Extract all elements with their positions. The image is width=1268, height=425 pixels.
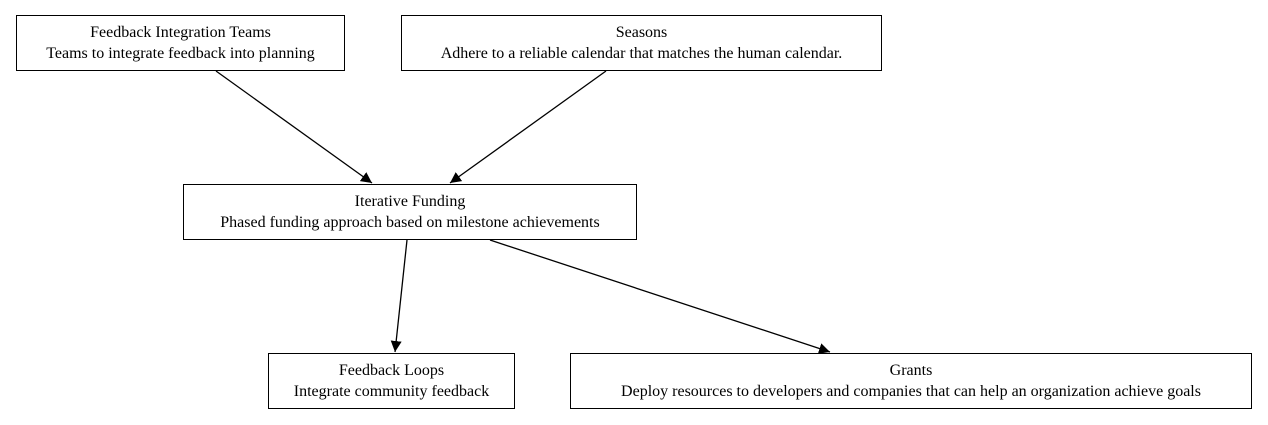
node-iterative-funding[interactable]: Iterative Funding Phased funding approac…: [183, 184, 637, 240]
node-title: Feedback Integration Teams: [90, 24, 271, 41]
node-feedback-loops[interactable]: Feedback Loops Integrate community feedb…: [268, 353, 515, 409]
node-description: Adhere to a reliable calendar that match…: [440, 45, 843, 62]
edge-feedback-integration-teams-to-iterative-funding: [215, 70, 373, 184]
edge-seasons-to-iterative-funding: [449, 70, 607, 184]
node-grants[interactable]: Grants Deploy resources to developers an…: [570, 353, 1252, 409]
node-title: Feedback Loops: [338, 362, 445, 379]
node-title: Seasons: [615, 24, 668, 41]
node-description: Integrate community feedback: [293, 383, 490, 400]
node-description: Teams to integrate feedback into plannin…: [46, 45, 315, 62]
node-title: Grants: [889, 362, 933, 379]
edge-iterative-funding-to-grants: [489, 239, 831, 354]
node-title: Iterative Funding: [354, 193, 466, 210]
node-description: Phased funding approach based on milesto…: [220, 214, 600, 231]
edge-iterative-funding-to-feedback-loops: [390, 239, 408, 353]
node-feedback-integration-teams[interactable]: Feedback Integration Teams Teams to inte…: [16, 15, 345, 71]
node-description: Deploy resources to developers and compa…: [621, 383, 1201, 400]
node-seasons[interactable]: Seasons Adhere to a reliable calendar th…: [401, 15, 882, 71]
